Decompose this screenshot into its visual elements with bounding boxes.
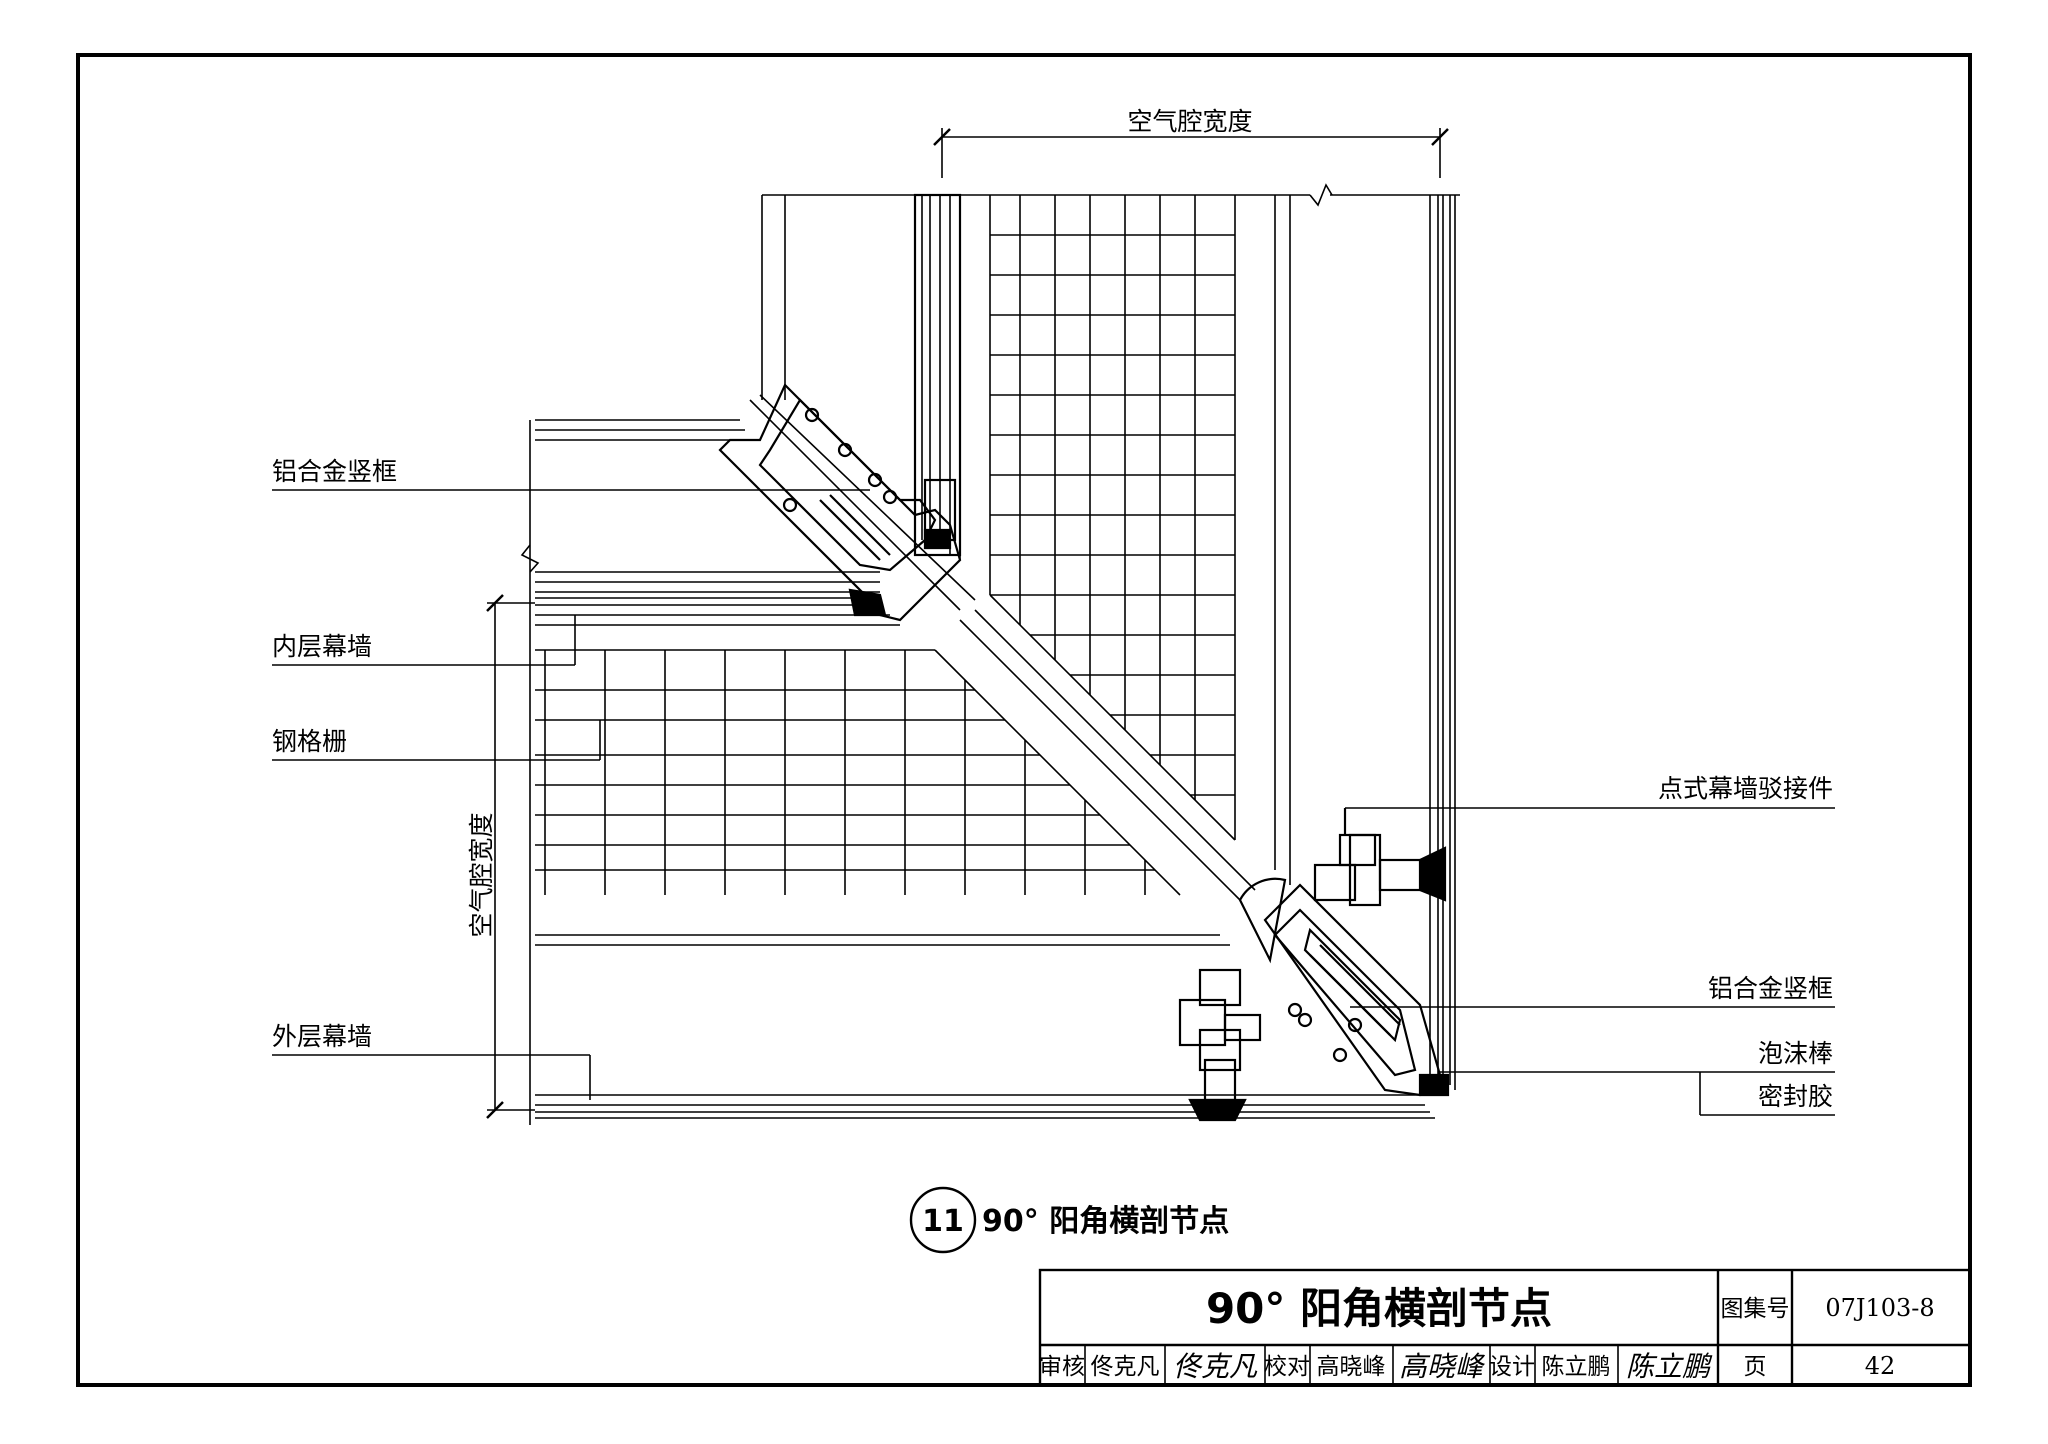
left-dimension [486, 594, 535, 1119]
top-dimension [933, 128, 1449, 178]
lower-wall-section [520, 419, 1435, 1125]
detail-caption: 90° 阳角横剖节点 [982, 1204, 1229, 1239]
title-block-title: 90° 阳角横剖节点 [1206, 1284, 1552, 1333]
label-point-connector: 点式幕墙驳接件 [1658, 774, 1833, 803]
inner-mullion-profile [718, 193, 962, 622]
checker-signature: 高晓峰 [1399, 1350, 1486, 1383]
leaders-right [1344, 807, 1835, 1116]
label-aluminum-mullion-right: 铝合金竖框 [1708, 974, 1833, 1003]
designer-name: 陈立鹏 [1542, 1354, 1611, 1380]
designer-signature: 陈立鹏 [1626, 1350, 1713, 1383]
review-label: 审核 [1039, 1354, 1085, 1380]
check-label: 校对 [1264, 1354, 1310, 1380]
reviewer-name: 佟克凡 [1091, 1354, 1160, 1380]
page-label: 页 [1744, 1354, 1767, 1380]
dimension-label-left: 空气腔宽度 [467, 812, 496, 937]
atlas-number: 07J103-8 [1825, 1294, 1934, 1322]
label-outer-curtain-wall: 外层幕墙 [272, 1022, 372, 1051]
reviewer-signature: 佟克凡 [1173, 1350, 1258, 1383]
steel-grating-upper [990, 195, 1235, 840]
title-block-sign-grid [1084, 1345, 1619, 1385]
leaders-left [272, 489, 870, 1100]
diagonal-corner-members [749, 394, 1256, 901]
page-number: 42 [1865, 1352, 1896, 1380]
design-label: 设计 [1489, 1354, 1535, 1380]
label-aluminum-mullion-left: 铝合金竖框 [272, 457, 397, 486]
label-sealant: 密封胶 [1758, 1082, 1833, 1111]
detail-number: 11 [922, 1204, 964, 1239]
label-foam-rod: 泡沫棒 [1758, 1039, 1833, 1068]
label-inner-curtain-wall: 内层幕墙 [272, 632, 372, 661]
upper-wall-section [761, 183, 1460, 1090]
sheet-border [76, 53, 1972, 1387]
checker-name: 高晓峰 [1317, 1354, 1386, 1380]
detail-number-circle [909, 1186, 977, 1254]
steel-grating-lower [535, 650, 1180, 895]
atlas-label: 图集号 [1721, 1296, 1790, 1322]
dimension-label-top: 空气腔宽度 [1127, 107, 1252, 136]
label-steel-grating: 钢格栅 [272, 727, 347, 756]
title-block-grid [1038, 1268, 1972, 1387]
